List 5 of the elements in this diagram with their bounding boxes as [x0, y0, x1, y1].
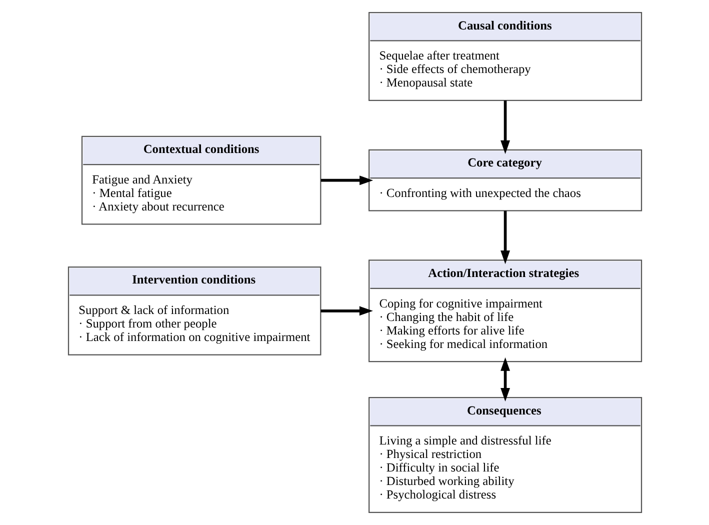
arrow [320, 176, 373, 186]
arrow [500, 100, 510, 154]
arrow [320, 306, 372, 316]
arrow [500, 210, 510, 264]
arrow [500, 357, 510, 402]
